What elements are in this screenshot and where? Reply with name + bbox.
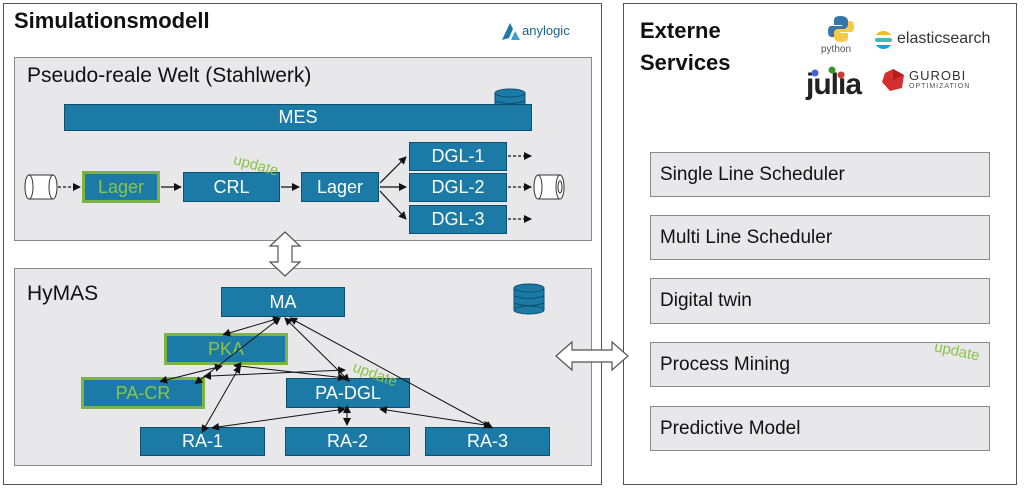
database-icon <box>513 283 545 315</box>
ma-box: MA <box>221 287 345 317</box>
julia-logo: julia <box>806 66 866 106</box>
agent-links <box>159 316 494 434</box>
crl-box: CRL <box>183 172 280 202</box>
gurobi-label: GUROBI <box>909 68 967 83</box>
external-services-title-line1: Externe <box>640 18 721 43</box>
gurobi-sublabel: OPTIMIZATION <box>909 83 971 90</box>
dgl2-box: DGL-2 <box>409 173 507 202</box>
elasticsearch-label: elasticsearch <box>897 30 991 47</box>
python-icon <box>828 16 854 42</box>
anylogic-icon <box>502 23 520 40</box>
input-coil-icon <box>24 174 58 200</box>
external-services-title-line2: Services <box>640 50 731 75</box>
anylogic-logo: anylogic <box>500 20 595 44</box>
service-multi-line-scheduler: Multi Line Scheduler <box>650 215 990 260</box>
simulation-model-title: Simulationsmodell <box>14 8 210 33</box>
steelworks-title: Pseudo-reale Welt (Stahlwerk) <box>27 64 312 87</box>
vertical-double-arrow <box>268 231 302 277</box>
service-single-line-scheduler: Single Line Scheduler <box>650 152 990 197</box>
gurobi-logo: GUROBI OPTIMIZATION <box>880 66 990 96</box>
hymas-title: HyMAS <box>27 282 99 305</box>
elasticsearch-icon <box>875 30 892 50</box>
elasticsearch-logo: elasticsearch <box>873 28 999 54</box>
python-logo: python <box>818 15 864 59</box>
flow-arrows <box>58 152 532 223</box>
dgl1-box: DGL-1 <box>409 142 507 171</box>
service-predictive-model: Predictive Model <box>650 406 990 451</box>
gurobi-icon <box>882 69 904 91</box>
python-label: python <box>821 44 852 55</box>
mes-box: MES <box>64 104 532 131</box>
output-coil-icon <box>533 174 565 200</box>
horizontal-double-arrow <box>555 340 629 372</box>
julia-dots-icon <box>811 66 845 79</box>
service-digital-twin: Digital twin <box>650 278 990 324</box>
dgl3-box: DGL-3 <box>409 205 507 234</box>
lager-buffer-box: Lager <box>301 172 379 202</box>
anylogic-label: anylogic <box>522 23 570 38</box>
service-process-mining: Process Mining <box>650 342 990 387</box>
lager-input-box: Lager <box>82 171 160 203</box>
